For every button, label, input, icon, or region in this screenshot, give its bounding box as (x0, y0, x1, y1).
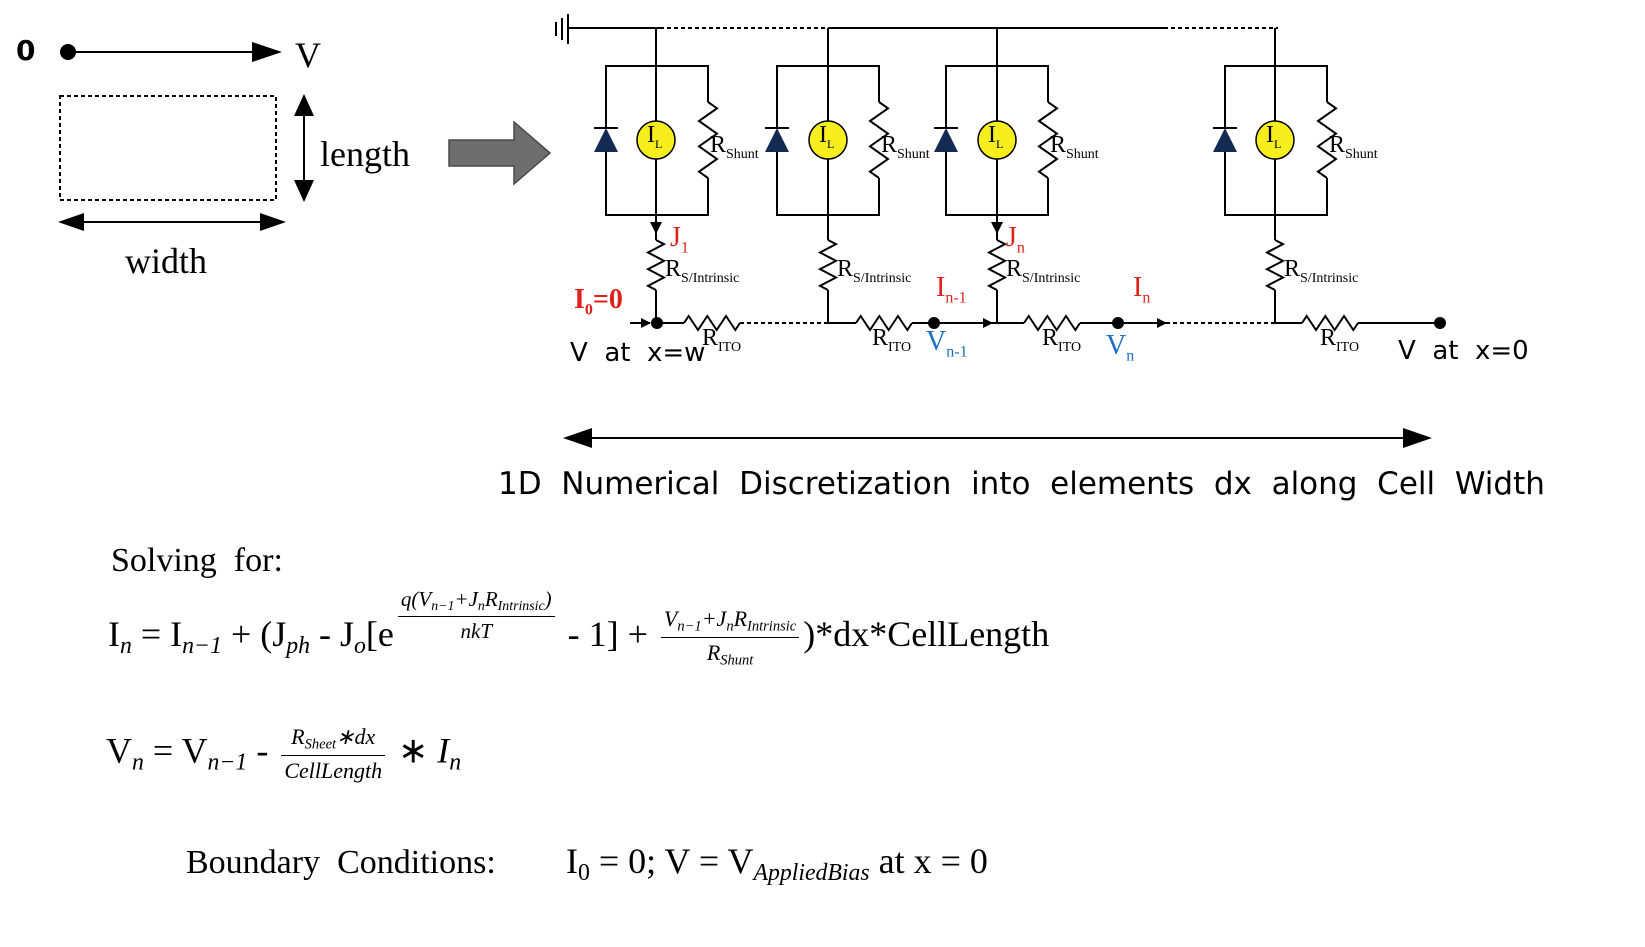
node-vn1 (928, 317, 940, 329)
length-dimension-arrow (294, 94, 314, 202)
current-source-icon (808, 120, 848, 160)
discretization-axis-arrow (563, 428, 1432, 448)
diode-icon (1213, 128, 1237, 152)
ground-symbol (555, 14, 569, 44)
v-at-x-w-label: V at x=w (570, 338, 706, 368)
zero-label: 0 (16, 34, 36, 67)
ito-resistor-icon (683, 314, 741, 332)
solving-for-label: Solving for: (111, 542, 283, 579)
ito-resistor-icon (1301, 314, 1359, 332)
voltage-direction-arrow (60, 42, 282, 62)
i0-label: I0=0 (574, 284, 623, 319)
diode-icon (594, 128, 618, 152)
il-label: IL (647, 122, 663, 151)
j1-label: J1 (670, 222, 689, 257)
cell-n (934, 28, 1059, 323)
shunt-resistor-icon (1037, 101, 1059, 179)
series-resistor-icon (817, 239, 839, 291)
cell-last (1213, 28, 1338, 323)
diode-icon (765, 128, 789, 152)
node-w (651, 317, 663, 329)
diode-icon (934, 128, 958, 152)
series-resistor-icon (1264, 239, 1286, 291)
in1-label: In-1 (936, 272, 967, 307)
il-label: IL (1266, 122, 1282, 151)
rshunt-label: RShunt (1329, 132, 1378, 162)
il-label: IL (988, 122, 1004, 151)
v-end-label: V (295, 35, 321, 75)
current-source-icon (636, 120, 676, 160)
vn-label: Vn (1106, 330, 1135, 365)
il-label: IL (819, 122, 835, 151)
cell-elements (594, 28, 1338, 323)
current-source-icon (977, 120, 1017, 160)
rito-label: RITO (702, 325, 742, 355)
cell-2 (765, 28, 890, 323)
rshunt-label: RShunt (1050, 132, 1099, 162)
length-label: length (320, 134, 410, 174)
v-at-x-0-label: V at x=0 (1398, 336, 1529, 366)
ito-resistor-icon (1023, 314, 1081, 332)
j1-arrow-icon (650, 222, 662, 234)
width-label: width (125, 241, 208, 281)
rs-intrinsic-label: RS/Intrinsic (665, 256, 740, 286)
transform-arrow (448, 120, 552, 186)
shunt-resistor-icon (868, 101, 890, 179)
jn-arrow-icon (991, 222, 1003, 234)
rshunt-label: RShunt (881, 132, 930, 162)
discretization-caption: 1D Numerical Discretization into element… (498, 466, 1545, 502)
in-label: In (1133, 272, 1151, 307)
cell-1 (594, 28, 719, 323)
rito-label: RITO (1320, 325, 1360, 355)
series-resistor-icon (645, 239, 667, 291)
shunt-resistor-icon (1316, 101, 1338, 179)
rs-intrinsic-label: RS/Intrinsic (1284, 256, 1359, 286)
cell-outline (59, 95, 277, 201)
ito-resistor-icon (855, 314, 913, 332)
rito-label: RITO (872, 325, 912, 355)
node-0 (1434, 317, 1446, 329)
jn-label: Jn (1006, 222, 1025, 257)
width-dimension-arrow (58, 213, 286, 231)
vn1-label: Vn-1 (926, 326, 968, 361)
rito-label: RITO (1042, 325, 1082, 355)
rs-intrinsic-label: RS/Intrinsic (1006, 256, 1081, 286)
bottom-rail (683, 314, 1440, 332)
rs-intrinsic-label: RS/Intrinsic (837, 256, 912, 286)
series-resistor-icon (986, 239, 1008, 291)
boundary-equation: I0 = 0; V = VAppliedBias at x = 0 (566, 841, 988, 887)
shunt-resistor-icon (697, 101, 719, 179)
current-source-icon (1255, 120, 1295, 160)
boundary-conditions-label: Boundary Conditions: (186, 844, 496, 881)
rshunt-label: RShunt (710, 132, 759, 162)
node-vn (1112, 317, 1124, 329)
